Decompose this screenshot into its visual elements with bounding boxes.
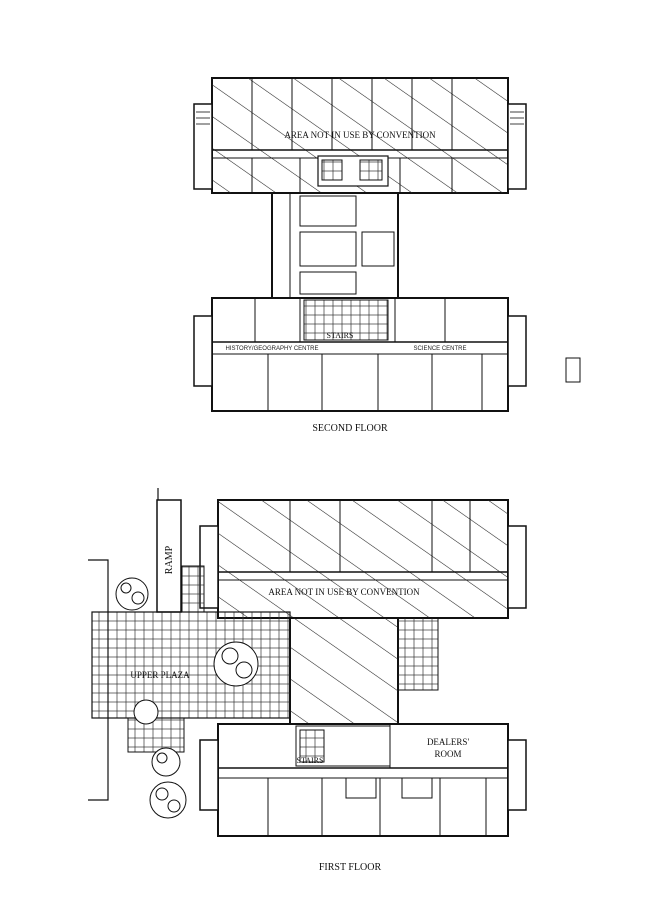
dealers-room-label: DEALERS': [427, 737, 470, 747]
history-geography-centre-label: HISTORY/GEOGRAPHY CENTRE: [225, 346, 318, 352]
upper-plaza: [91, 611, 291, 719]
second-floor-plan: AREA NOT IN USE BY CONVENTION STAIRS HIS…: [193, 77, 581, 434]
tree-icons: [115, 577, 259, 819]
upper-plaza-label: UPPER PLAZA: [130, 670, 190, 680]
first-floor-bottom-wing: [217, 723, 509, 837]
ramp-label: RAMP: [164, 545, 175, 574]
second-floor-connector: [271, 192, 399, 299]
second-floor-caption: SECOND FLOOR: [312, 423, 388, 434]
first-floor-hatched-area: [218, 500, 508, 618]
dealers-room-label-line2: ROOM: [434, 749, 461, 759]
first-floor-stairs-label: STAIRS: [297, 756, 324, 765]
first-floor-plan: AREA NOT IN USE BY CONVENTION RAMP UPPER…: [88, 488, 527, 873]
first-floor-not-in-use-label: AREA NOT IN USE BY CONVENTION: [268, 587, 420, 597]
science-centre-label: SCIENCE CENTRE: [413, 346, 466, 352]
second-floor-not-in-use-label: AREA NOT IN USE BY CONVENTION: [284, 130, 436, 140]
second-floor-stairs-label: STAIRS: [327, 331, 354, 340]
first-floor-caption: FIRST FLOOR: [319, 862, 382, 873]
ramp: [156, 499, 182, 613]
first-floor-grid-court: [397, 617, 439, 691]
